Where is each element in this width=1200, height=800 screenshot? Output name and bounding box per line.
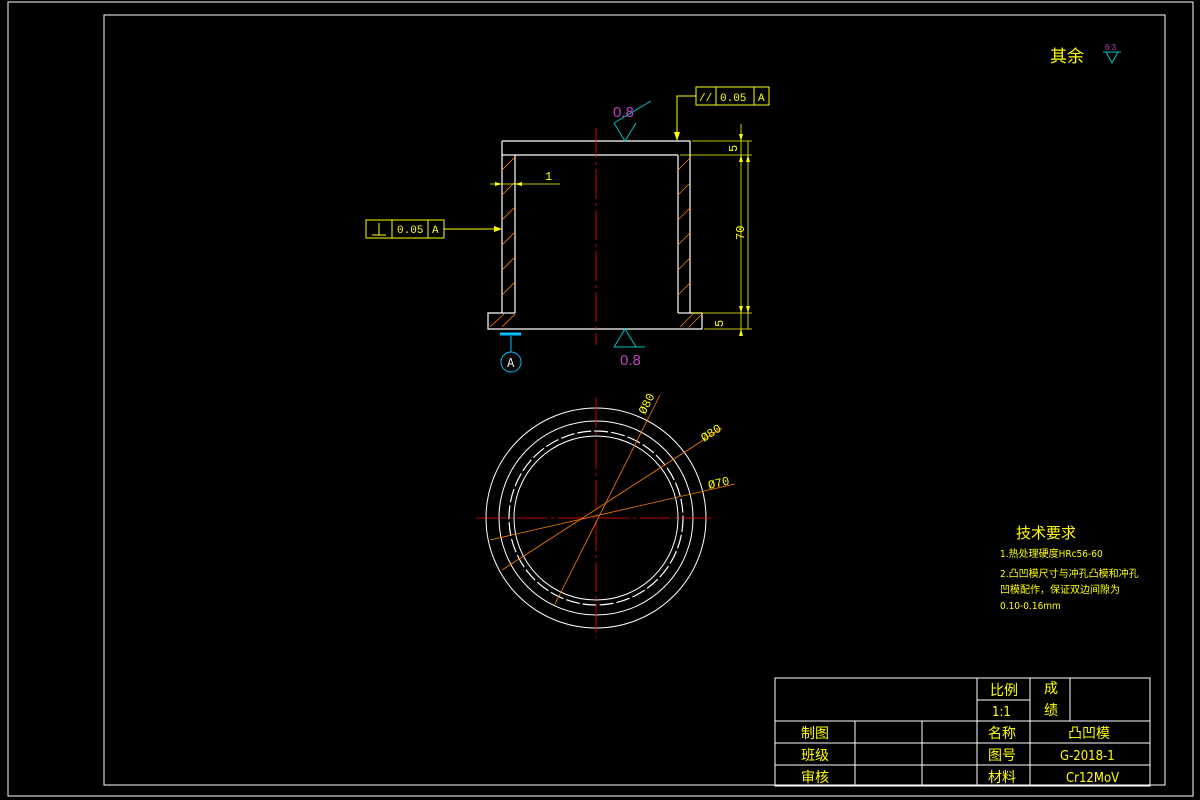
datum-circle bbox=[500, 351, 522, 373]
perpendicularity-value: 0.05 bbox=[397, 225, 423, 237]
tb-material-value: Cr12MoV bbox=[1066, 771, 1119, 786]
section-outline bbox=[487, 140, 703, 330]
dim-wall-offset bbox=[490, 182, 560, 186]
tech-req-title: 技术要求 bbox=[1016, 524, 1076, 542]
parallelism-symbol: // bbox=[699, 93, 712, 105]
parallelism-value: 0.05 bbox=[720, 93, 746, 105]
tb-grade-label-1: 成 bbox=[1044, 681, 1058, 697]
tb-name-value: 凸凹模 bbox=[1068, 726, 1110, 742]
tb-review-label: 审核 bbox=[801, 770, 829, 786]
dim-height: 70 bbox=[734, 226, 748, 240]
tb-scale-label: 比例 bbox=[990, 683, 1018, 699]
roughness-top-value: 0.8 bbox=[613, 104, 634, 121]
tech-req-line-2: 2.凸凹模尺寸与冲孔凸模和冲孔 bbox=[1000, 567, 1139, 580]
dim-dia-mid: Ø80 bbox=[699, 422, 725, 446]
tb-drawn-label: 制图 bbox=[801, 726, 829, 742]
dim-dia-inner: Ø70 bbox=[707, 474, 731, 493]
roughness-bottom-value: 0.8 bbox=[620, 352, 641, 369]
tb-grade-label-2: 绩 bbox=[1044, 703, 1058, 719]
roughness-general-symbol: 6.3 bbox=[1103, 43, 1121, 65]
diameter-leaders bbox=[489, 394, 736, 607]
tb-material-label: 材料 bbox=[988, 770, 1016, 786]
sheet-outer-border bbox=[7, 1, 1194, 797]
perpendicularity-frame bbox=[365, 219, 502, 239]
tb-drawing-no-value: G-2018-1 bbox=[1060, 749, 1115, 764]
title-block-grid bbox=[774, 677, 1151, 787]
hatch-left-wall bbox=[489, 156, 516, 328]
tb-drawing-no-label: 图号 bbox=[988, 748, 1016, 764]
tb-name-label: 名称 bbox=[988, 726, 1016, 742]
tech-req-line-4: 0.10-0.16mm bbox=[1000, 601, 1061, 612]
roughness-general-value: 6.3 bbox=[1105, 43, 1117, 52]
dim-top-thickness: 5 bbox=[727, 145, 741, 152]
sheet-inner-border bbox=[103, 14, 1166, 786]
plan-view: Ø80 Ø80 Ø70 bbox=[476, 391, 736, 638]
parallelism-frame bbox=[674, 86, 770, 141]
parallelism-datum: A bbox=[758, 93, 765, 105]
hatch-right-wall bbox=[677, 157, 702, 328]
dim-bottom-thickness: 5 bbox=[713, 320, 727, 327]
circle-inner bbox=[513, 435, 679, 601]
roughness-top-symbol bbox=[613, 100, 652, 142]
dim-wall-offset-text: 1 bbox=[545, 170, 552, 184]
tech-req-line-3: 凹模配作，保证双边间隙为 bbox=[1000, 583, 1120, 596]
perpendicularity-datum: A bbox=[432, 225, 439, 237]
tech-req-line-1: 1.热处理硬度HRc56-60 bbox=[1000, 547, 1103, 560]
tb-class-label: 班级 bbox=[801, 748, 829, 764]
roughness-bottom-symbol bbox=[613, 328, 645, 348]
datum-label: A bbox=[507, 356, 515, 370]
roughness-general-label: 其余 bbox=[1050, 47, 1084, 67]
tb-scale-value: 1:1 bbox=[992, 705, 1011, 720]
dim-dia-outer: Ø80 bbox=[636, 391, 658, 417]
section-view: 0.8 0.8 // 0.05 A 0.05 A bbox=[365, 86, 770, 373]
